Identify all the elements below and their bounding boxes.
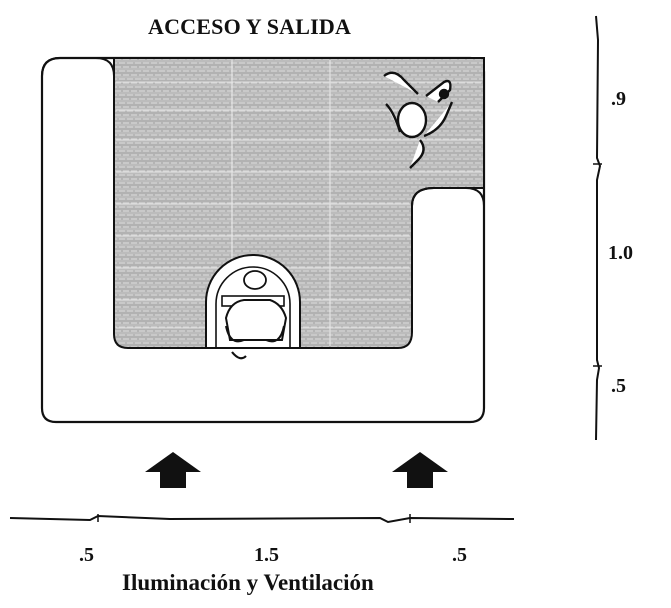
left-panel-edge [41, 57, 115, 77]
bottom-dimension-label: 1.5 [254, 544, 279, 566]
right-dimension-label: .9 [611, 88, 626, 110]
bottom-dimension-line [9, 514, 515, 524]
person-reclining-in-chair-icon [383, 71, 454, 169]
right-dimension-line [595, 15, 602, 441]
bottom-dimension-label: .5 [79, 544, 94, 566]
right-panel-edge [411, 187, 485, 207]
right-dimension-label: 1.0 [608, 242, 633, 264]
person-seated-at-desk-icon [205, 254, 301, 360]
diagram-title: ACCESO Y SALIDA [148, 14, 352, 39]
arrow-up-icon [145, 452, 201, 488]
arrow-up-icon [392, 452, 448, 488]
right-dimension-label: .5 [611, 375, 626, 397]
footer-caption: Iluminación y Ventilación [122, 570, 374, 595]
bottom-dimension-label: .5 [452, 544, 467, 566]
